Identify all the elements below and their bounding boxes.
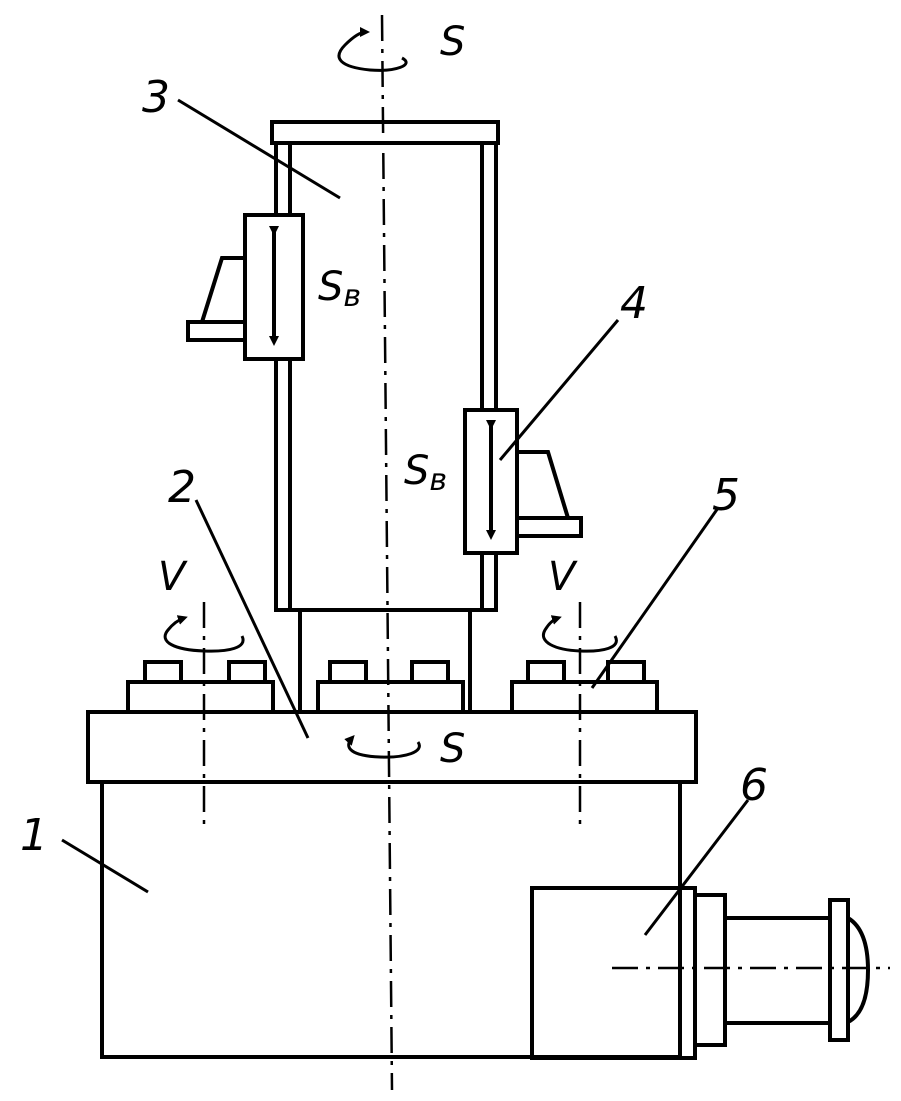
leader-6 [643, 799, 750, 936]
right-rotation-arrow [541, 615, 618, 653]
drive-unit [530, 886, 890, 1060]
table-rotation-arrow [344, 735, 421, 759]
label-base: 1 [20, 810, 48, 861]
symbol-sv-left: Sв [318, 264, 361, 314]
left-slide-head [186, 213, 305, 361]
symbol-sv-left-sub: в [343, 279, 361, 314]
symbol-v-right: V [548, 554, 578, 600]
symbol-sv-center: Sв [404, 448, 447, 498]
carriage [463, 408, 583, 555]
label-workpiece-fixture: 5 [712, 470, 740, 521]
symbol-sv-left-main: S [318, 264, 343, 310]
symbol-s-table: S [440, 726, 465, 772]
symbol-sv-center-main: S [404, 448, 429, 494]
label-carriage: 4 [620, 278, 648, 329]
symbol-sv-center-sub: в [429, 463, 447, 498]
leader-5 [590, 507, 720, 689]
leader-3 [177, 98, 341, 200]
label-column: 3 [142, 72, 170, 123]
leader-1 [61, 838, 149, 894]
left-rotation-arrow [163, 615, 245, 653]
workpiece-fixtures [126, 660, 659, 714]
main-axis [380, 14, 394, 1091]
leader-2 [194, 499, 310, 739]
symbol-v-left: V [158, 554, 188, 600]
top-rotation-arrow [337, 27, 408, 72]
symbol-s-top: S [440, 19, 465, 65]
rotary-table [86, 710, 698, 784]
leader-4 [498, 319, 620, 461]
label-table: 2 [168, 462, 196, 513]
label-drive: 6 [740, 760, 768, 811]
